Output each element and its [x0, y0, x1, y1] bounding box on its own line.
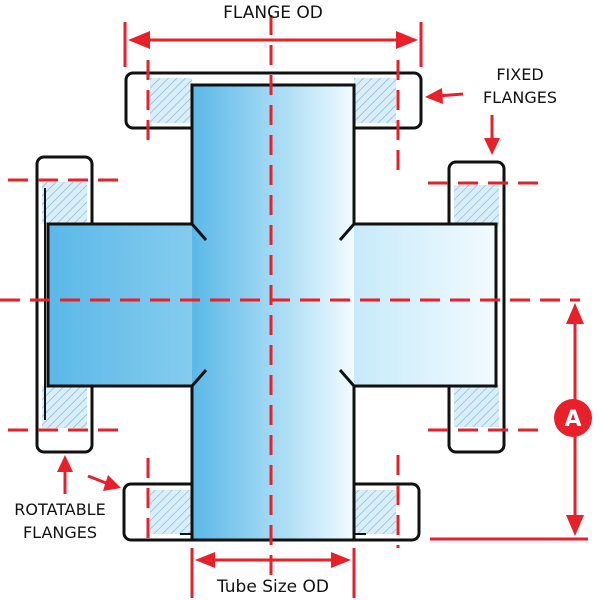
rotatable-flanges-label-line1: ROTATABLE [14, 500, 105, 519]
dimension-a-badge: A [554, 399, 592, 437]
dimension-a-label: A [564, 407, 581, 432]
fixed-flanges-label-line1: FIXED [496, 65, 543, 84]
tube-size-od-label: Tube Size OD [216, 577, 329, 597]
cross-body [46, 83, 498, 542]
center-lines [0, 15, 580, 585]
flange-od-dimension [123, 22, 423, 67]
rotatable-flanges-arrows [57, 455, 121, 494]
rotatable-flanges-label-line2: FLANGES [23, 523, 97, 542]
flange-od-label: FLANGE OD [223, 3, 323, 23]
fixed-flanges-arrows [425, 88, 500, 155]
tube-size-od-dimension [190, 548, 356, 598]
fixed-flanges-label-line2: FLANGES [483, 88, 557, 107]
